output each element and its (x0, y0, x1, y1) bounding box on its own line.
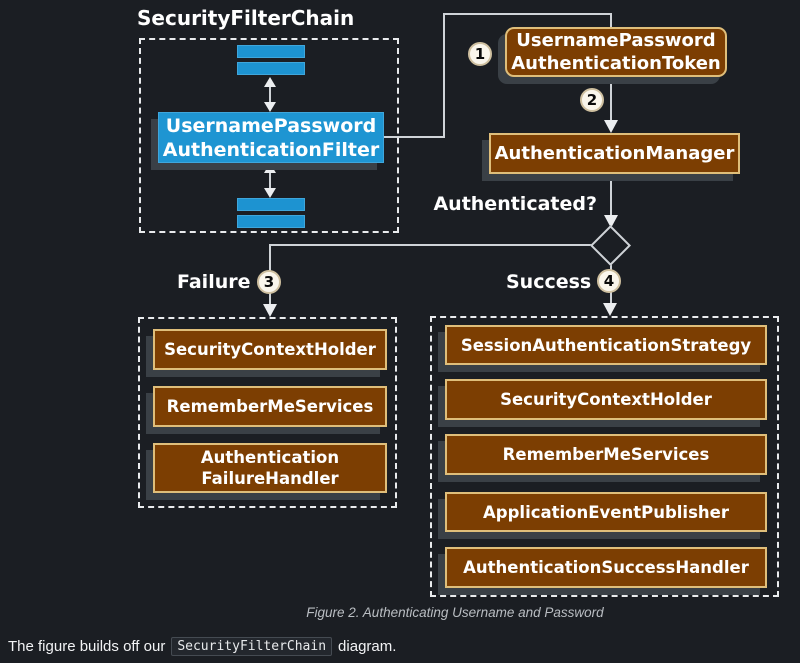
double-arrow-line (269, 168, 271, 194)
filter-chain-bar (237, 45, 305, 58)
decision-diamond-icon (589, 224, 632, 267)
box-label-line1: Authentication (200, 448, 340, 467)
filter-box-line2: AuthenticationFilter (162, 138, 380, 161)
box-label: RememberMeServices (502, 445, 710, 464)
remember-me-services-box: RememberMeServices (153, 386, 387, 427)
connector-top (443, 13, 612, 15)
arrow-up-icon (264, 77, 276, 87)
arrow-down-icon (264, 188, 276, 198)
box-label: SecurityContextHolder (500, 390, 712, 409)
footer-prefix: The figure builds off our (8, 638, 166, 655)
step-1-badge: 1 (468, 42, 492, 66)
connector-failure-horizontal (269, 244, 596, 246)
security-context-holder-box: SecurityContextHolder (153, 329, 387, 370)
failure-container (138, 317, 397, 508)
box-label: SecurityContextHolder (164, 340, 376, 359)
filter-chain-bar (237, 62, 305, 75)
arrow-down-icon (603, 303, 617, 316)
authentication-manager-box: AuthenticationManager (489, 133, 740, 174)
box-label: AuthenticationSuccessHandler (463, 558, 749, 577)
security-filter-chain-code-chip: SecurityFilterChain (171, 637, 333, 656)
token-box-line2: AuthenticationToken (511, 53, 721, 74)
box-label: SessionAuthenticationStrategy (460, 335, 752, 355)
username-password-authentication-token-box: UsernamePassword AuthenticationToken (505, 27, 727, 77)
double-arrow-line (269, 82, 271, 108)
filter-chain-bar (237, 215, 305, 228)
filter-box-line1: UsernamePassword (165, 114, 377, 137)
filter-chain-container (139, 38, 399, 233)
box-label: RememberMeServices (166, 397, 374, 416)
token-box-line1: UsernamePassword (516, 30, 716, 51)
security-context-holder-box: SecurityContextHolder (445, 379, 767, 420)
arrow-up-icon (264, 163, 276, 173)
username-password-authentication-filter-box: UsernamePassword AuthenticationFilter (158, 112, 384, 163)
arrow-down-icon (263, 304, 277, 317)
success-label: Success (506, 271, 592, 293)
failure-label: Failure (177, 271, 251, 293)
success-container (430, 316, 779, 597)
arrow-down-icon (604, 215, 618, 228)
connector-filter-to-riser (384, 136, 444, 138)
step-4-badge: 4 (597, 269, 621, 293)
authentication-failure-handler-box: Authentication FailureHandler (153, 443, 387, 493)
box-label-line2: FailureHandler (201, 469, 339, 488)
footer-suffix: diagram. (338, 638, 397, 655)
arrow-down-icon (264, 102, 276, 112)
connector-manager-to-diamond (610, 174, 612, 217)
authenticated-question-label: Authenticated? (433, 193, 597, 215)
session-authentication-strategy-box: SessionAuthenticationStrategy (445, 325, 767, 365)
box-label: ApplicationEventPublisher (483, 502, 729, 522)
filter-chain-bar (237, 198, 305, 211)
filter-chain-title: SecurityFilterChain (137, 6, 355, 30)
arrow-down-icon (604, 120, 618, 133)
step-2-badge: 2 (580, 88, 604, 112)
application-event-publisher-box: ApplicationEventPublisher (445, 492, 767, 532)
footer-text: The figure builds off our SecurityFilter… (8, 637, 396, 656)
connector-riser (443, 13, 445, 138)
figure-caption: Figure 2. Authenticating Username and Pa… (306, 605, 604, 620)
remember-me-services-box: RememberMeServices (445, 434, 767, 475)
manager-box-label: AuthenticationManager (494, 143, 735, 164)
step-3-badge: 3 (257, 270, 281, 294)
authentication-success-handler-box: AuthenticationSuccessHandler (445, 547, 767, 588)
